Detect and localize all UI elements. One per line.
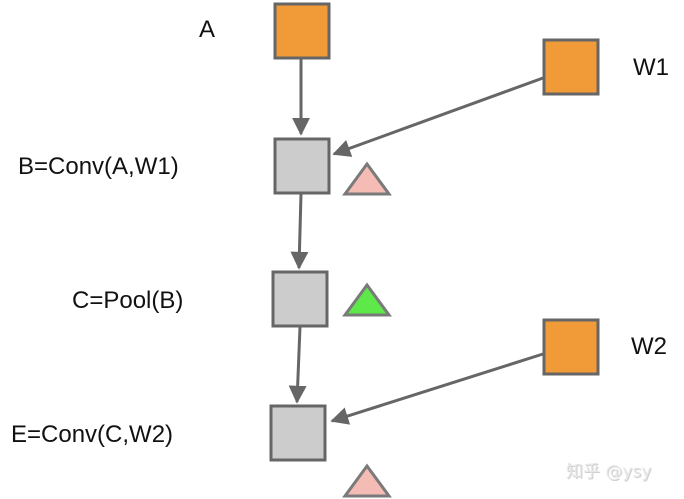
marker-c-green-triangle: [342, 282, 392, 317]
label-b: B=Conv(A,W1): [18, 153, 179, 180]
label-c: C=Pool(B): [72, 287, 184, 314]
node-w1: [542, 38, 600, 96]
label-a: A: [199, 16, 216, 43]
marker-b-pink-triangle: [342, 161, 392, 196]
node-e: [269, 404, 327, 462]
edge-c-to-e: [288, 326, 307, 404]
node-a: [273, 2, 331, 60]
label-w1: W1: [633, 54, 669, 81]
node-w2: [542, 318, 600, 376]
watermark: 知乎 @ysy: [566, 462, 652, 482]
label-e: E=Conv(C,W2): [11, 421, 174, 448]
node-b: [273, 137, 331, 195]
node-c: [271, 270, 329, 328]
edge-w2-to-e: [330, 352, 544, 425]
marker-e-pink-triangle: [342, 463, 392, 498]
label-w2: W2: [631, 333, 667, 360]
edge-w1-to-b: [332, 76, 544, 157]
edge-b-to-c: [290, 193, 309, 270]
